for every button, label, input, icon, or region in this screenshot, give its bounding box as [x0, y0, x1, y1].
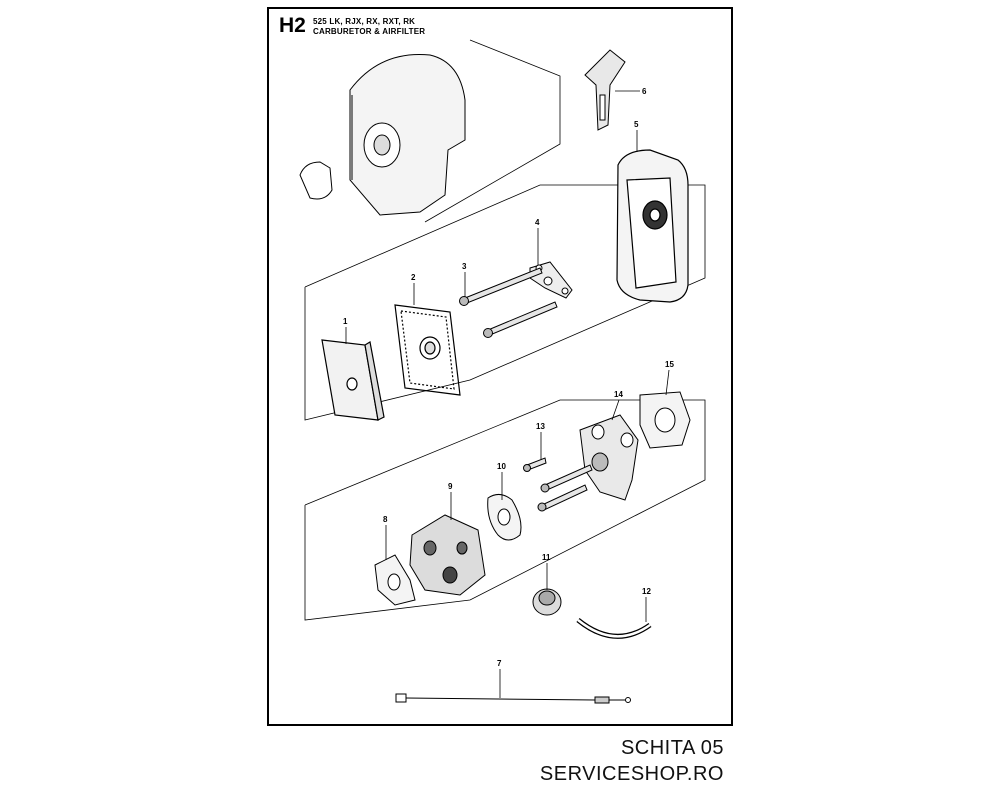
callout-8: 8 [383, 515, 388, 524]
callout-11: 11 [542, 553, 551, 562]
callout-9: 9 [448, 482, 453, 491]
screw-pair-icon [459, 267, 558, 338]
callout-4: 4 [535, 218, 540, 227]
filter-housing-icon [616, 149, 689, 303]
leader-lines [345, 90, 670, 698]
callout-2: 2 [411, 273, 416, 282]
diagram-subtitle: CARBURETOR & AIRFILTER [313, 27, 426, 36]
carb-screws-icon [523, 457, 593, 512]
gasket-15-icon [639, 391, 691, 449]
gasket-8-icon [374, 554, 416, 606]
carb-group-outline [304, 399, 706, 621]
bracket-icon [529, 261, 573, 299]
callout-1: 1 [343, 317, 348, 326]
callout-3: 3 [462, 262, 467, 271]
primer-bulb-icon [532, 588, 562, 616]
carburetor-icon [409, 514, 486, 596]
filter-group-outline [304, 184, 706, 421]
filter-frame-icon [394, 304, 461, 396]
cover-shroud-icon [299, 53, 466, 216]
callout-15: 15 [665, 360, 674, 369]
diagram-code: H2 [279, 14, 306, 37]
callout-7: 7 [497, 659, 502, 668]
callout-14: 14 [614, 390, 623, 399]
caption-schema: SCHITA 05 [620, 737, 724, 759]
callout-5: 5 [634, 120, 639, 129]
callout-6: 6 [642, 87, 647, 96]
choke-lever-icon [584, 49, 626, 131]
callout-12: 12 [642, 587, 651, 596]
model-list: 525 LK, RJX, RX, RXT, RK [313, 17, 416, 26]
gasket-10-icon [487, 494, 522, 541]
caption-site: SERVICESHOP.RO [539, 763, 724, 785]
throttle-wire-icon [395, 693, 631, 704]
group-outlines [304, 39, 706, 621]
cover-outline [424, 39, 561, 223]
callout-10: 10 [497, 462, 506, 471]
callout-13: 13 [536, 422, 545, 431]
air-filter-icon [321, 339, 385, 421]
intake-adapter-icon [579, 414, 639, 501]
callout-labels: 1 2 3 4 5 6 7 8 9 10 11 12 13 14 15 [343, 87, 674, 668]
